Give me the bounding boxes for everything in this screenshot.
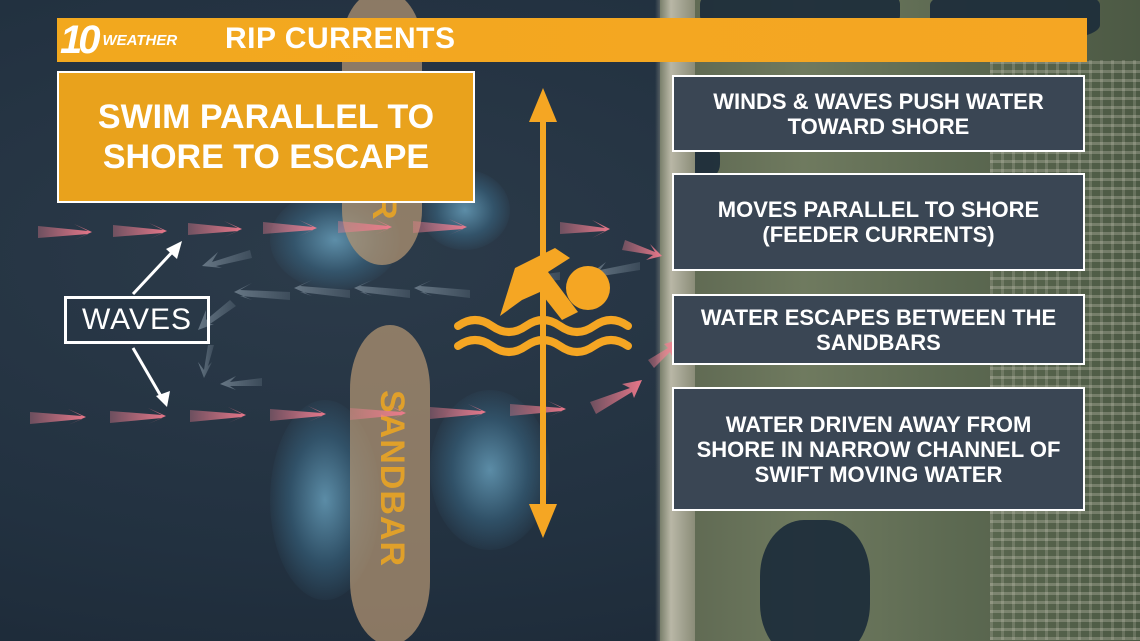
current-arrow (294, 280, 350, 298)
escape-callout: SWIM PARALLEL TO SHORE TO ESCAPE (57, 71, 475, 203)
wave-arrow (560, 220, 610, 238)
info-box-rip-channel: WATER DRIVEN AWAY FROM SHORE IN NARROW C… (672, 387, 1085, 511)
current-arrow (220, 376, 262, 390)
double-arrow-icon (529, 88, 557, 538)
wave-arrow (622, 240, 662, 260)
header-bar (57, 18, 1087, 62)
wave-arrow (38, 224, 92, 240)
sandbar-bottom-label: SANDBAR (373, 390, 411, 567)
rip-current-arrows (198, 250, 640, 390)
wave-arrow (338, 219, 392, 235)
wave-arrow (413, 219, 467, 235)
page-title: RIP CURRENTS (225, 22, 456, 55)
current-arrow (202, 250, 252, 268)
current-arrow (234, 283, 290, 300)
lagoon-water (760, 520, 870, 641)
waves-label: WAVES (64, 296, 210, 344)
info-box-waves-push: WINDS & WAVES PUSH WATER TOWARD SHORE (672, 75, 1085, 152)
wave-arrow (30, 409, 86, 425)
wave-arrow (350, 405, 406, 421)
wave-arrow (510, 401, 566, 417)
wave-arrow (188, 221, 242, 237)
wave-arrows-bottom-row (30, 340, 678, 425)
current-arrow (198, 345, 214, 378)
wave-arrow (263, 220, 317, 236)
wave-arrow (590, 380, 642, 414)
swimmer-icon (454, 248, 632, 356)
wave-arrow (648, 340, 678, 368)
wave-arrow (270, 406, 326, 422)
info-box-feeder-currents: MOVES PARALLEL TO SHORE (FEEDER CURRENTS… (672, 173, 1085, 271)
info-box-escape-between-sandbars: WATER ESCAPES BETWEEN THE SANDBARS (672, 294, 1085, 365)
sandbar-bottom (350, 325, 430, 641)
wave-arrow (430, 404, 486, 420)
station-logo: 10 WEATHER (60, 17, 178, 62)
current-arrow (354, 280, 410, 298)
waves-pointer-arrows (131, 241, 182, 407)
logo-number: 10 (60, 17, 100, 62)
current-arrow (414, 280, 470, 298)
logo-word: WEATHER (102, 31, 178, 49)
wave-arrow (190, 407, 246, 423)
wave-arrows-top-row (38, 219, 662, 260)
wave-arrow (113, 223, 167, 239)
wave-arrow (110, 408, 166, 424)
